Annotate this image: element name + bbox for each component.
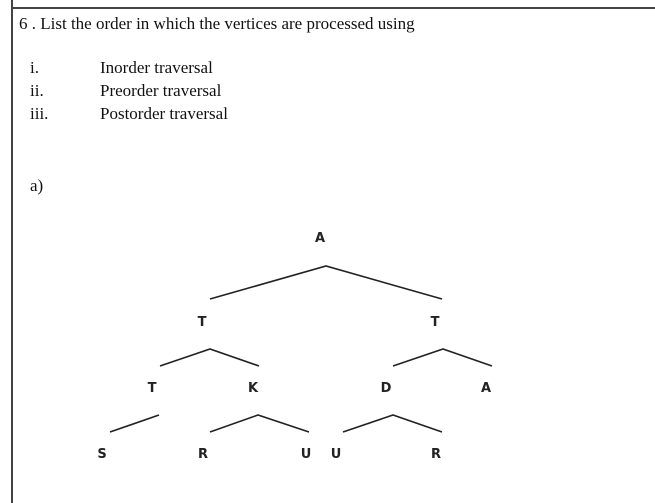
item-label: Postorder traversal <box>100 104 228 123</box>
item-label: Inorder traversal <box>100 58 213 77</box>
frame-left-border <box>11 0 13 503</box>
item-number: iii. <box>30 104 49 123</box>
frame-top-border <box>12 7 655 9</box>
question-text: 6 . List the order in which the vertices… <box>19 14 415 33</box>
tree-node: A <box>481 381 491 396</box>
tree-node: T <box>431 315 440 330</box>
tree-node: T <box>148 381 157 396</box>
tree-edge <box>209 265 443 300</box>
tree-node: S <box>97 447 106 462</box>
tree-edge <box>209 414 310 433</box>
tree-node: D <box>381 381 392 396</box>
tree-node: U <box>301 447 312 462</box>
tree-edge <box>342 414 443 433</box>
tree-edge <box>109 414 160 433</box>
tree-edge <box>392 348 493 367</box>
part-label: a) <box>30 176 44 195</box>
tree-edge <box>159 348 260 367</box>
item-number: i. <box>30 58 39 77</box>
item-number: ii. <box>30 81 44 100</box>
tree-node: K <box>248 381 259 396</box>
tree-node: T <box>198 315 207 330</box>
tree-node: A <box>315 231 325 246</box>
item-label: Preorder traversal <box>100 81 222 100</box>
tree-node: U <box>331 447 342 462</box>
tree-node: R <box>431 447 441 462</box>
tree-node: R <box>198 447 208 462</box>
